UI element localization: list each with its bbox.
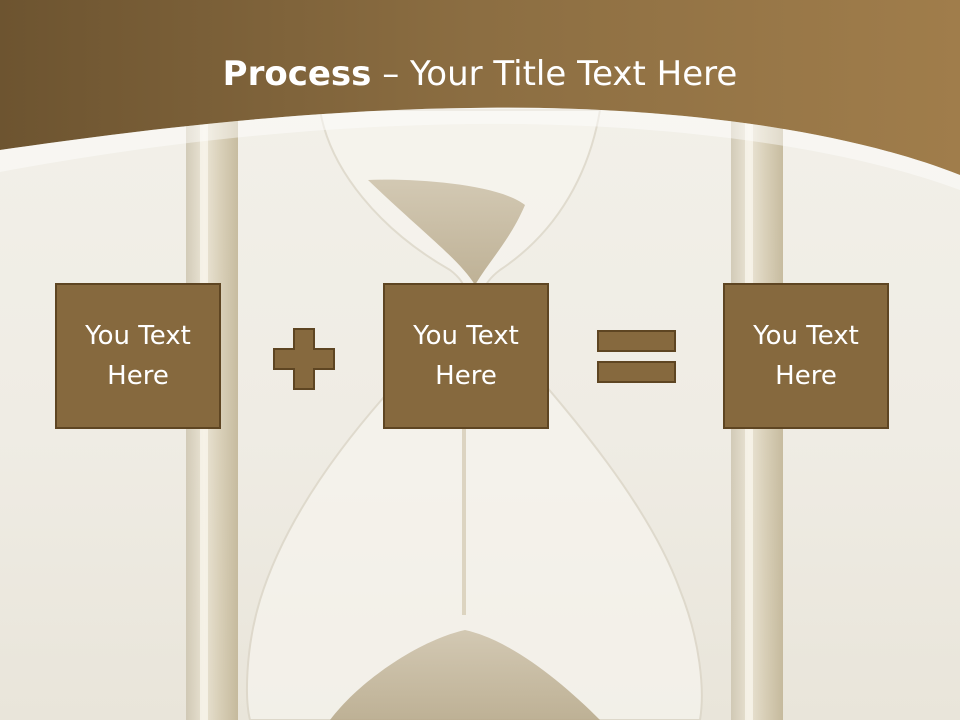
text-box-3[interactable]: You Text Here: [723, 283, 889, 429]
title-separator: –: [371, 54, 411, 94]
text-box-2-label: You Text Here: [413, 321, 519, 391]
title-bold: Process: [222, 54, 372, 94]
top-sand: [368, 179, 525, 285]
plus-icon: [273, 328, 335, 390]
slide-title: Process – Your Title Text Here: [0, 52, 960, 96]
equals-icon: [597, 330, 676, 383]
text-box-1-label: You Text Here: [85, 321, 191, 391]
title-rest: Your Title Text Here: [410, 54, 738, 94]
text-box-2[interactable]: You Text Here: [383, 283, 549, 429]
header-band: [0, 0, 960, 175]
bottom-sand: [330, 630, 600, 720]
text-box-3-label: You Text Here: [753, 321, 859, 391]
text-box-1[interactable]: You Text Here: [55, 283, 221, 429]
